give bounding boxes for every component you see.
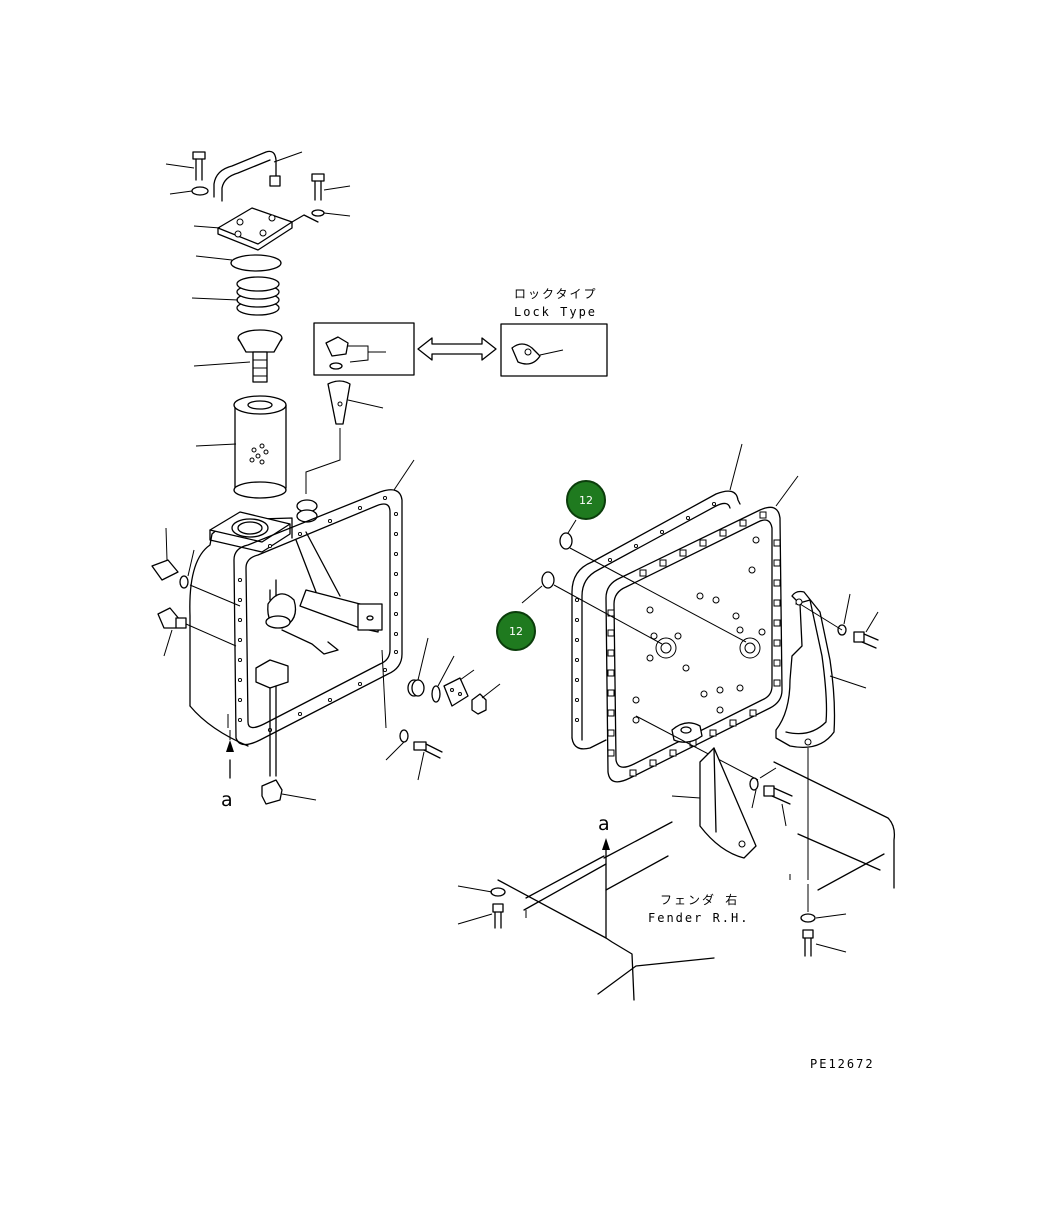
fender-support bbox=[671, 747, 793, 859]
hydraulic-tank bbox=[189, 489, 403, 777]
plug-left-lower bbox=[157, 607, 237, 657]
callout-badge[interactable]: 12 bbox=[566, 480, 606, 520]
cover-bracket bbox=[775, 590, 879, 880]
filter-stack bbox=[191, 150, 325, 499]
tank-cover-assembly bbox=[521, 443, 799, 783]
lock-type-label-en: Lock Type bbox=[514, 305, 597, 319]
washer-top-left bbox=[191, 186, 209, 196]
plug-left-upper bbox=[151, 527, 241, 607]
drawing-code: PE12672 bbox=[810, 1057, 875, 1071]
double-arrow bbox=[417, 337, 497, 361]
cover-handle bbox=[213, 150, 277, 202]
callout-badge[interactable]: 12 bbox=[496, 611, 536, 651]
drain-plug bbox=[261, 779, 317, 805]
fender-label-jp: フェンダ 右 bbox=[660, 892, 739, 907]
fender-rh bbox=[457, 761, 896, 1001]
bolt-top-left bbox=[192, 151, 206, 181]
breather-cap-box bbox=[313, 322, 415, 376]
o-ring bbox=[230, 254, 282, 272]
bolt-top-right bbox=[311, 173, 325, 201]
bypass-valve bbox=[237, 329, 283, 383]
tank-right-fittings bbox=[381, 637, 501, 781]
filter-element bbox=[233, 395, 287, 499]
lock-type-label-jp: ロックタイプ bbox=[514, 287, 598, 301]
spring bbox=[236, 276, 280, 316]
left-leader-lines bbox=[165, 151, 415, 491]
view-marker-right: a bbox=[598, 813, 610, 835]
view-arrow-left bbox=[226, 730, 234, 779]
lock-type-box bbox=[500, 323, 608, 377]
fender-label-en: Fender R.H. bbox=[648, 911, 749, 925]
svg-text:12: 12 bbox=[509, 625, 523, 638]
view-marker-left: a bbox=[221, 789, 233, 811]
filler-strainer bbox=[305, 380, 384, 494]
washer-top-right bbox=[311, 209, 325, 217]
svg-text:12: 12 bbox=[579, 494, 593, 507]
